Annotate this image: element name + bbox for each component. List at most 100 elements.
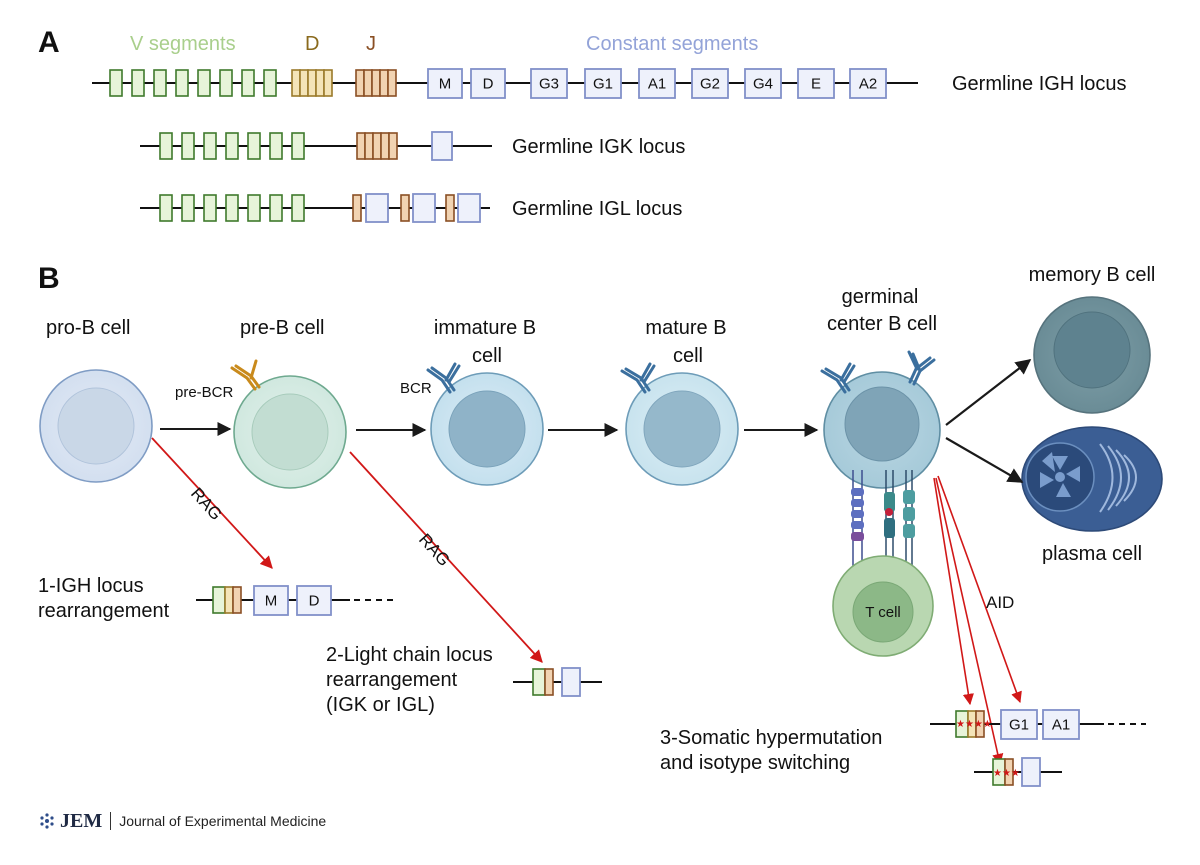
igh-d-segments — [291, 69, 333, 97]
v-segment — [131, 69, 145, 97]
v-segment — [247, 194, 261, 222]
mhc-tcr-icon — [884, 470, 915, 570]
step2-label-line1: 2-Light chain locus — [326, 644, 493, 666]
constant-segment — [1021, 757, 1041, 787]
v-segment — [197, 69, 211, 97]
v-segment — [212, 586, 226, 614]
step2-label-line3: (IGK or IGL) — [326, 694, 435, 716]
j-segment — [975, 710, 985, 738]
immature-b-cell: BCR — [400, 362, 544, 486]
memory-b-cell-label: memory B cell — [1029, 264, 1156, 286]
constant-segment-a1: A1 — [638, 68, 676, 99]
nucleus-chromatin-icon — [1040, 452, 1080, 497]
t-cell: T cell — [832, 555, 934, 657]
v-segment — [181, 132, 195, 160]
constant-segment-label: A2 — [859, 76, 877, 93]
v-segment — [247, 132, 261, 160]
pro-b-cell — [39, 369, 153, 483]
constant-segment-g2: G2 — [691, 68, 729, 99]
constant-segment-label: G2 — [700, 76, 720, 93]
constant-segment-label: G1 — [593, 76, 613, 93]
endoplasmic-reticulum-icon — [1099, 443, 1137, 513]
igl-locus-label: Germline IGL locus — [512, 198, 682, 220]
germinal-center-b-cell — [820, 350, 941, 570]
step3-label-line1: 3-Somatic hypermutation — [660, 727, 882, 749]
step3-label-line2: and isotype switching — [660, 752, 850, 774]
j-segment — [445, 194, 455, 222]
v-segment — [203, 194, 217, 222]
d-segment — [299, 69, 309, 97]
rearranged-light-chain-locus — [513, 667, 602, 697]
gc-b-cell-label-line1: germinal — [842, 286, 919, 308]
footer-divider — [110, 812, 112, 830]
jem-logo-icon — [40, 813, 54, 829]
pre-b-cell: pre-BCR — [175, 359, 347, 489]
constant-segment-label: M — [265, 593, 278, 610]
rag-arrow-2 — [349, 451, 543, 663]
constant-segment-g3: G3 — [530, 68, 568, 99]
j-header: J — [366, 33, 376, 55]
aid-label: AID — [986, 593, 1014, 612]
d-segment — [315, 69, 325, 97]
igh-locus-label: Germline IGH locus — [952, 73, 1127, 95]
j-segment — [1004, 758, 1014, 786]
rag-arrow-1 — [151, 437, 273, 569]
j-segment — [387, 69, 397, 97]
switched-heavy-chain-locus: ★★★★ G1 A1 — [930, 709, 1146, 740]
constant-segment — [365, 193, 389, 223]
igh-constant-segments: M D G3 G1 A1 G2 G4 E A2 — [427, 68, 887, 99]
d-segment — [323, 69, 333, 97]
constant-segment-label: E — [811, 76, 821, 93]
j-segment — [355, 69, 365, 97]
j-segment — [363, 69, 373, 97]
j-segment — [232, 586, 242, 614]
j-segment — [379, 69, 389, 97]
memory-b-cell — [1033, 296, 1151, 414]
j-segment — [380, 132, 390, 160]
pro-b-cell-label: pro-B cell — [46, 317, 130, 339]
j-segment — [371, 69, 381, 97]
constant-segment-label: G1 — [1009, 717, 1029, 734]
constant-segment-a2: A2 — [849, 68, 887, 99]
v-segment — [225, 194, 239, 222]
j-segment — [400, 194, 410, 222]
step1-label-line2: rearrangement — [38, 600, 170, 622]
d-segment — [224, 586, 234, 614]
constant-segment-label: A1 — [648, 76, 666, 93]
v-segment — [159, 132, 173, 160]
cd40-receptor-icon — [851, 470, 864, 570]
v-segment — [181, 194, 195, 222]
bcr-icon — [620, 362, 656, 394]
constant-segment-g4: G4 — [744, 68, 782, 99]
constant-segment-label: G3 — [539, 76, 559, 93]
immature-b-cell-label-line2: cell — [472, 345, 502, 367]
t-cell-label: T cell — [865, 604, 901, 621]
v-segment — [291, 194, 305, 222]
mature-b-cell-label-line1: mature B — [645, 317, 726, 339]
v-segment — [109, 69, 123, 97]
aid-arrow-3 — [937, 475, 1022, 704]
panel-a-label: A — [38, 26, 60, 59]
constant-segment-label: G4 — [753, 76, 773, 93]
constant-segments-header: Constant segments — [586, 33, 758, 55]
d-header: D — [305, 33, 319, 55]
constant-segment — [457, 193, 481, 223]
j-segment — [388, 132, 398, 160]
constant-segment-m: M — [253, 585, 289, 616]
mature-b-cell — [620, 362, 739, 486]
j-segment — [356, 132, 366, 160]
plasma-cell — [1021, 426, 1163, 532]
gc-b-cell-label-line2: center B cell — [827, 313, 937, 335]
v-segment — [175, 69, 189, 97]
v-segment — [532, 668, 546, 696]
rag-label-1: RAG — [187, 484, 226, 524]
j-segment — [364, 132, 374, 160]
rag-label-2: RAG — [415, 530, 454, 570]
journal-name: Journal of Experimental Medicine — [119, 813, 327, 829]
bcr-icon — [907, 350, 936, 386]
constant-segment-g1: G1 — [584, 68, 622, 99]
constant-segment-label: D — [309, 593, 320, 610]
journal-footer: JEM Journal of Experimental Medicine — [38, 808, 326, 834]
plasma-cell-label: plasma cell — [1042, 543, 1142, 565]
v-segment — [153, 69, 167, 97]
